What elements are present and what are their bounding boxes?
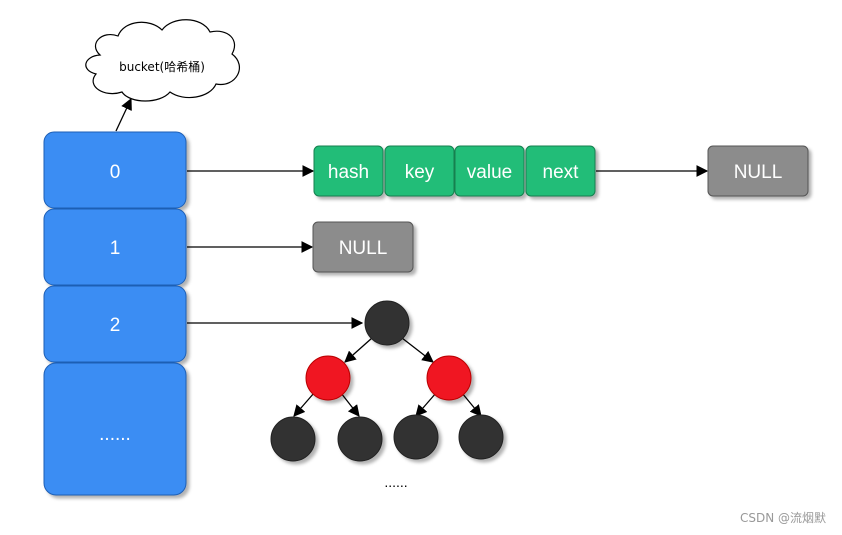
null-box-row0: NULL bbox=[707, 145, 809, 197]
node-field-next: next bbox=[525, 145, 596, 197]
tree-edge bbox=[415, 392, 437, 417]
arrow-to-cloud bbox=[115, 97, 132, 132]
node-field-hash-label: hash bbox=[328, 162, 369, 183]
tree-ellipsis: ...... bbox=[384, 474, 407, 490]
tree-node-black-root bbox=[364, 300, 410, 346]
watermark: CSDN @流烟默 bbox=[740, 510, 826, 525]
tree-node-black-leaf bbox=[458, 414, 504, 460]
node-field-next-label: next bbox=[543, 162, 580, 183]
tree-edge bbox=[401, 337, 434, 363]
tree-node-red bbox=[305, 355, 351, 401]
node-field-hash: hash bbox=[313, 145, 384, 197]
tree-edge bbox=[293, 392, 315, 417]
node-field-key: key bbox=[384, 145, 455, 197]
bucket-cloud-label: bucket(哈希桶) bbox=[119, 59, 205, 74]
tree-edge bbox=[344, 337, 373, 363]
node-field-value-label: value bbox=[467, 162, 512, 183]
tree-node-red bbox=[426, 355, 472, 401]
red-black-tree: ...... bbox=[270, 300, 504, 490]
bucket-more-label: ...... bbox=[99, 424, 131, 445]
bucket-0-label: 0 bbox=[110, 162, 121, 183]
node-field-key-label: key bbox=[405, 162, 435, 183]
tree-node-black-leaf bbox=[393, 414, 439, 460]
null-row1-label: NULL bbox=[339, 238, 388, 259]
tree-edge bbox=[340, 392, 360, 417]
bucket-1: 1 bbox=[43, 208, 187, 286]
tree-node-black-leaf bbox=[270, 416, 316, 462]
bucket-more: ...... bbox=[43, 362, 187, 496]
null-row0-label: NULL bbox=[734, 162, 783, 183]
bucket-1-label: 1 bbox=[110, 238, 121, 259]
bucket-array: 0 1 2 ...... bbox=[43, 131, 187, 496]
node-field-value: value bbox=[454, 145, 525, 197]
tree-edge bbox=[461, 392, 482, 417]
bucket-cloud: bucket(哈希桶) bbox=[85, 19, 241, 102]
null-box-row1: NULL bbox=[312, 221, 414, 273]
tree-node-black-leaf bbox=[337, 416, 383, 462]
bucket-2-label: 2 bbox=[110, 315, 121, 336]
bucket-0: 0 bbox=[43, 131, 187, 209]
bucket-2: 2 bbox=[43, 285, 187, 363]
list-node: hash key value next bbox=[313, 145, 596, 197]
